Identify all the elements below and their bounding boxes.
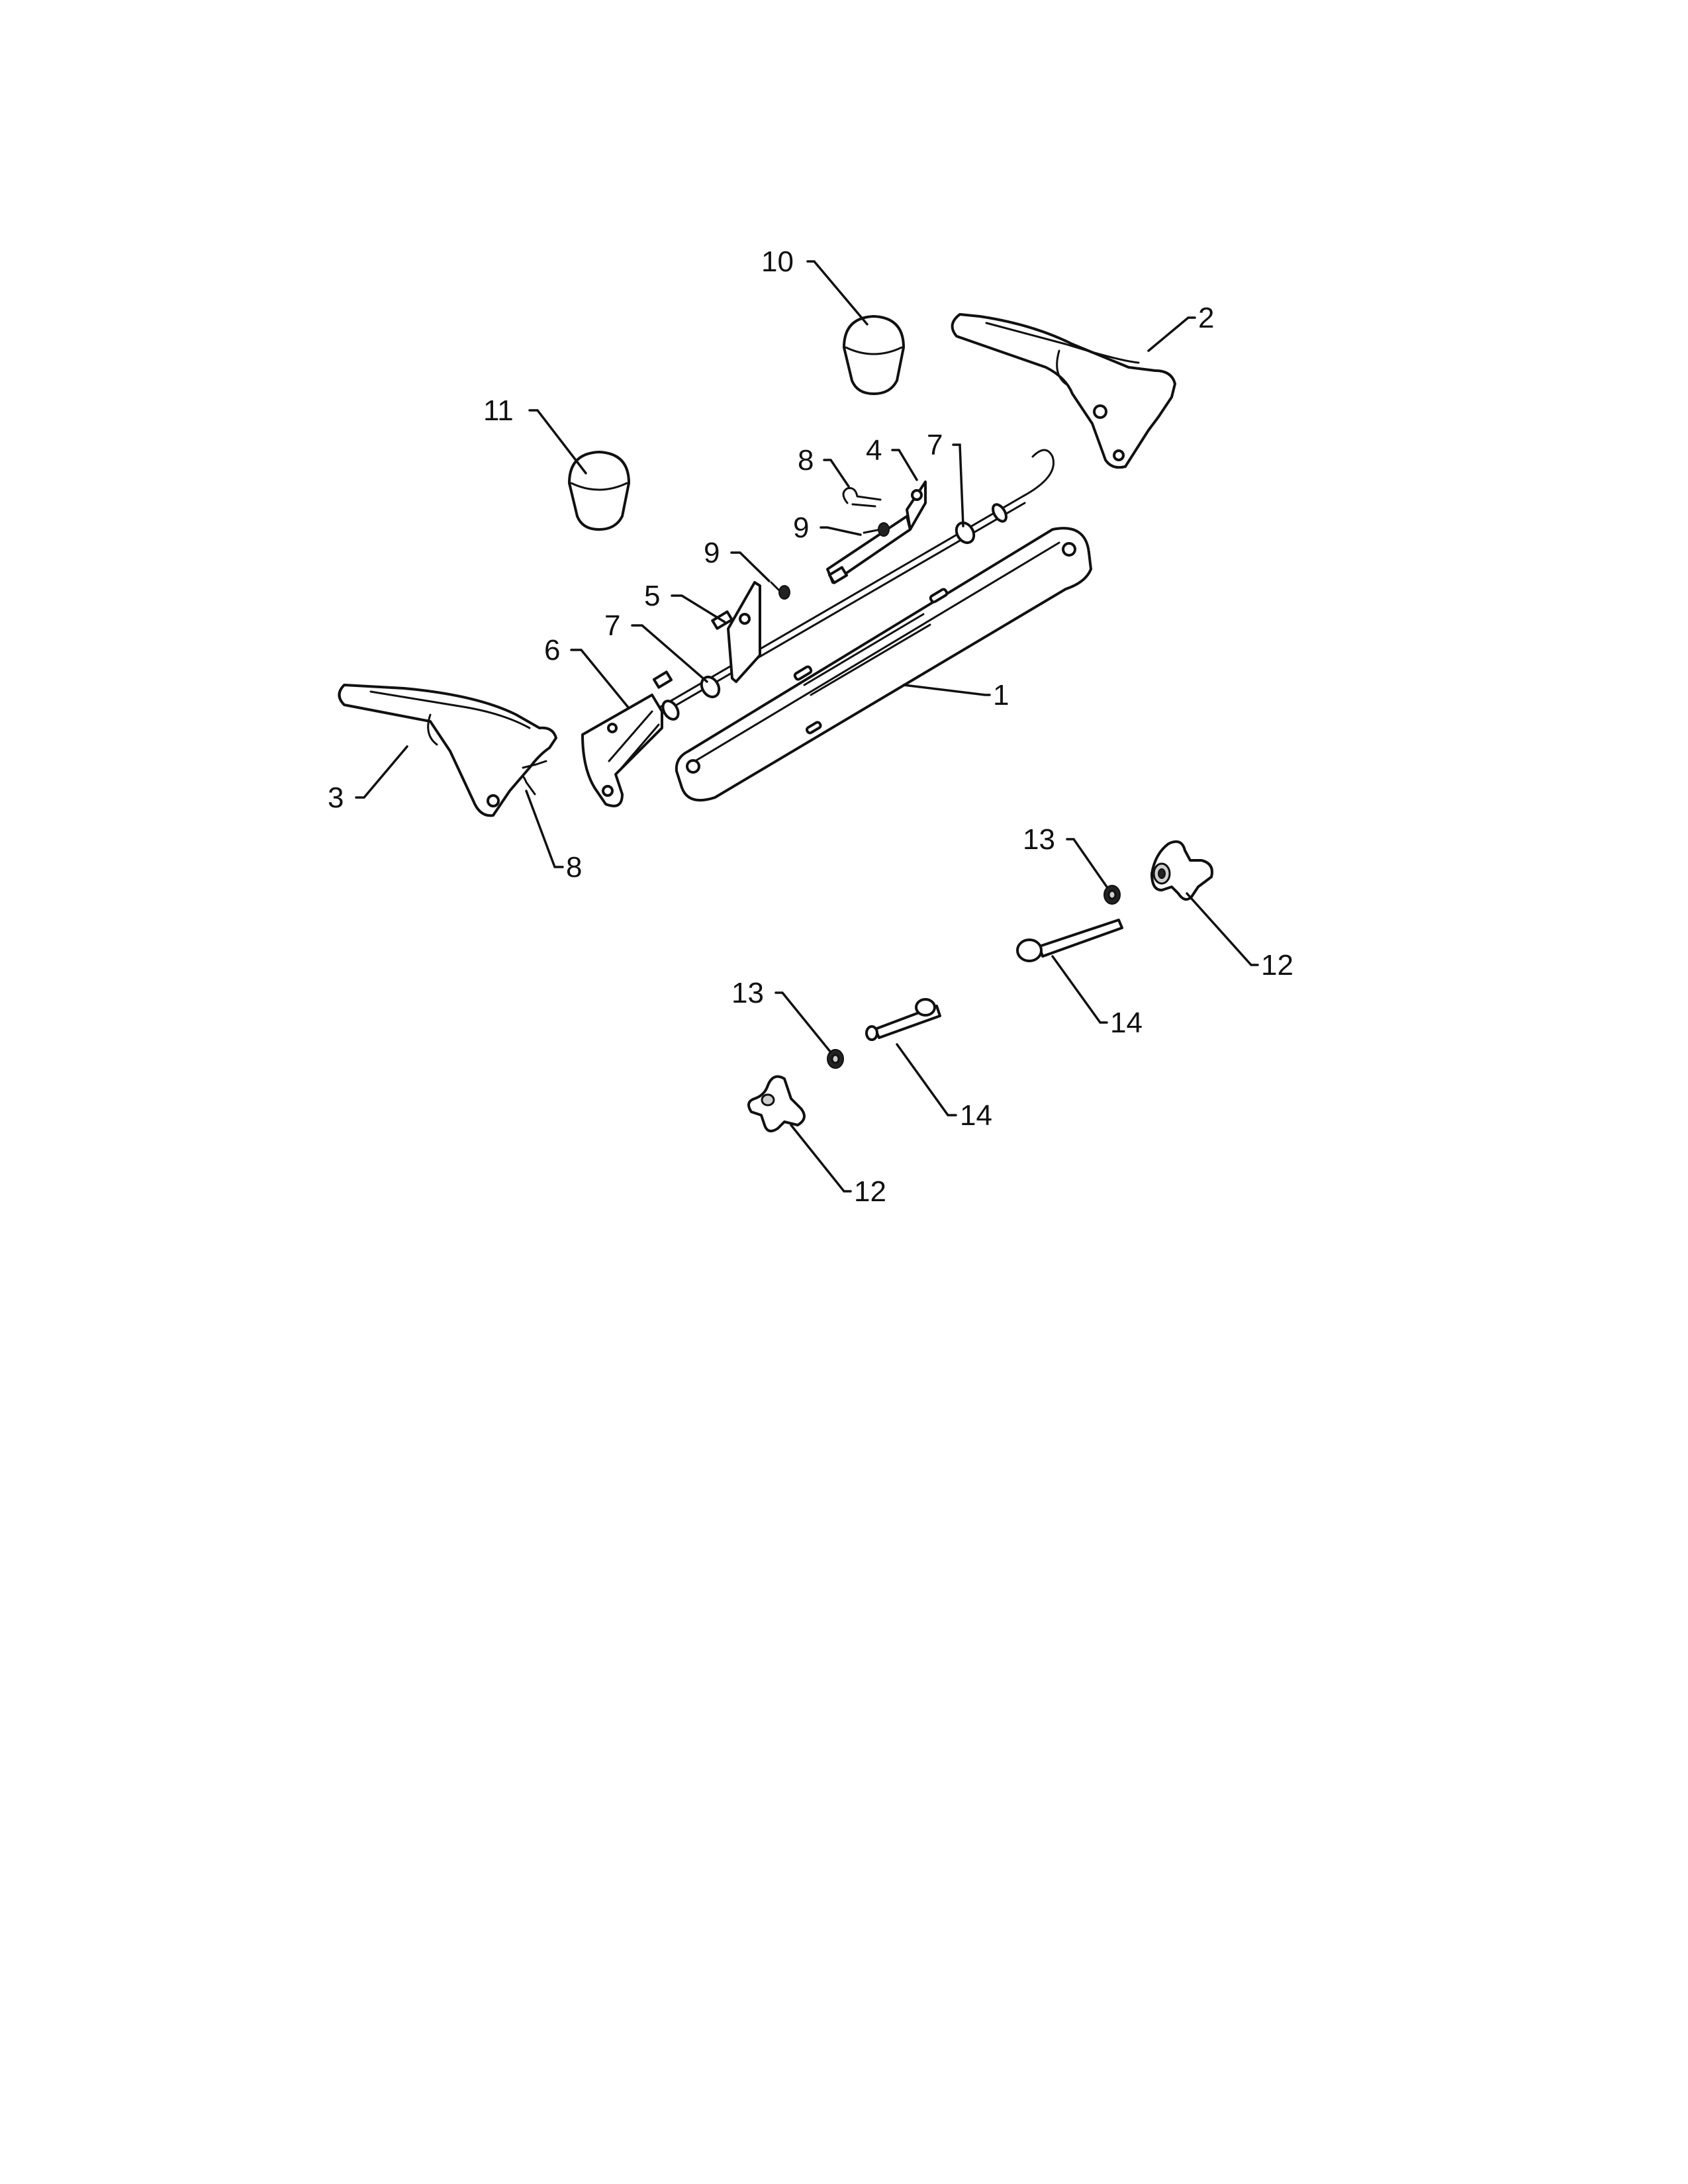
part-9-screw-lower xyxy=(770,581,790,600)
callout-13: 13 xyxy=(1023,823,1055,856)
callout-10: 10 xyxy=(761,246,794,278)
callout-1: 1 xyxy=(993,679,1009,711)
part-14-bolt-left xyxy=(865,998,941,1041)
callout-3: 3 xyxy=(328,782,344,814)
part-8-clip-upper xyxy=(842,487,882,508)
callout-8: 8 xyxy=(566,851,582,884)
part-3-handle-lever xyxy=(338,684,557,817)
part-9-screw-upper xyxy=(863,522,890,537)
part-6-end-bracket xyxy=(581,694,663,807)
part-5-bracket xyxy=(711,581,761,683)
callout-2: 2 xyxy=(1198,302,1214,334)
callout-7: 7 xyxy=(927,429,943,461)
part-13-nut-left xyxy=(827,1049,844,1069)
callout-8: 8 xyxy=(798,444,814,477)
callout-9: 9 xyxy=(793,512,809,544)
callout-7: 7 xyxy=(604,610,620,642)
part-7-spacer-right xyxy=(955,503,1008,545)
part-13-nut-right xyxy=(1103,885,1121,905)
tab xyxy=(652,670,673,689)
callout-5: 5 xyxy=(644,580,660,612)
part-12-star-knob-right xyxy=(1150,840,1213,901)
callout-6: 6 xyxy=(544,634,560,666)
tab xyxy=(827,566,849,584)
callout-12: 12 xyxy=(1261,949,1293,981)
part-14-bolt-right xyxy=(1016,919,1123,962)
callout-9: 9 xyxy=(704,537,720,569)
part-2-handle-lever xyxy=(951,313,1176,469)
callout-11: 11 xyxy=(483,394,514,427)
callout-14: 14 xyxy=(960,1099,992,1132)
callout-14: 14 xyxy=(1110,1007,1143,1039)
part-12-star-knob-left xyxy=(747,1075,806,1132)
part-1-mounting-bracket xyxy=(675,527,1092,802)
callout-12: 12 xyxy=(854,1175,886,1208)
callout-labels: 10 2 11 8 4 7 9 9 5 7 6 1 3 8 13 12 14 1… xyxy=(328,246,1293,1208)
callout-13: 13 xyxy=(731,977,764,1009)
callout-4: 4 xyxy=(866,434,882,467)
leader-lines xyxy=(355,260,1259,1193)
part-10-knob xyxy=(843,315,905,395)
